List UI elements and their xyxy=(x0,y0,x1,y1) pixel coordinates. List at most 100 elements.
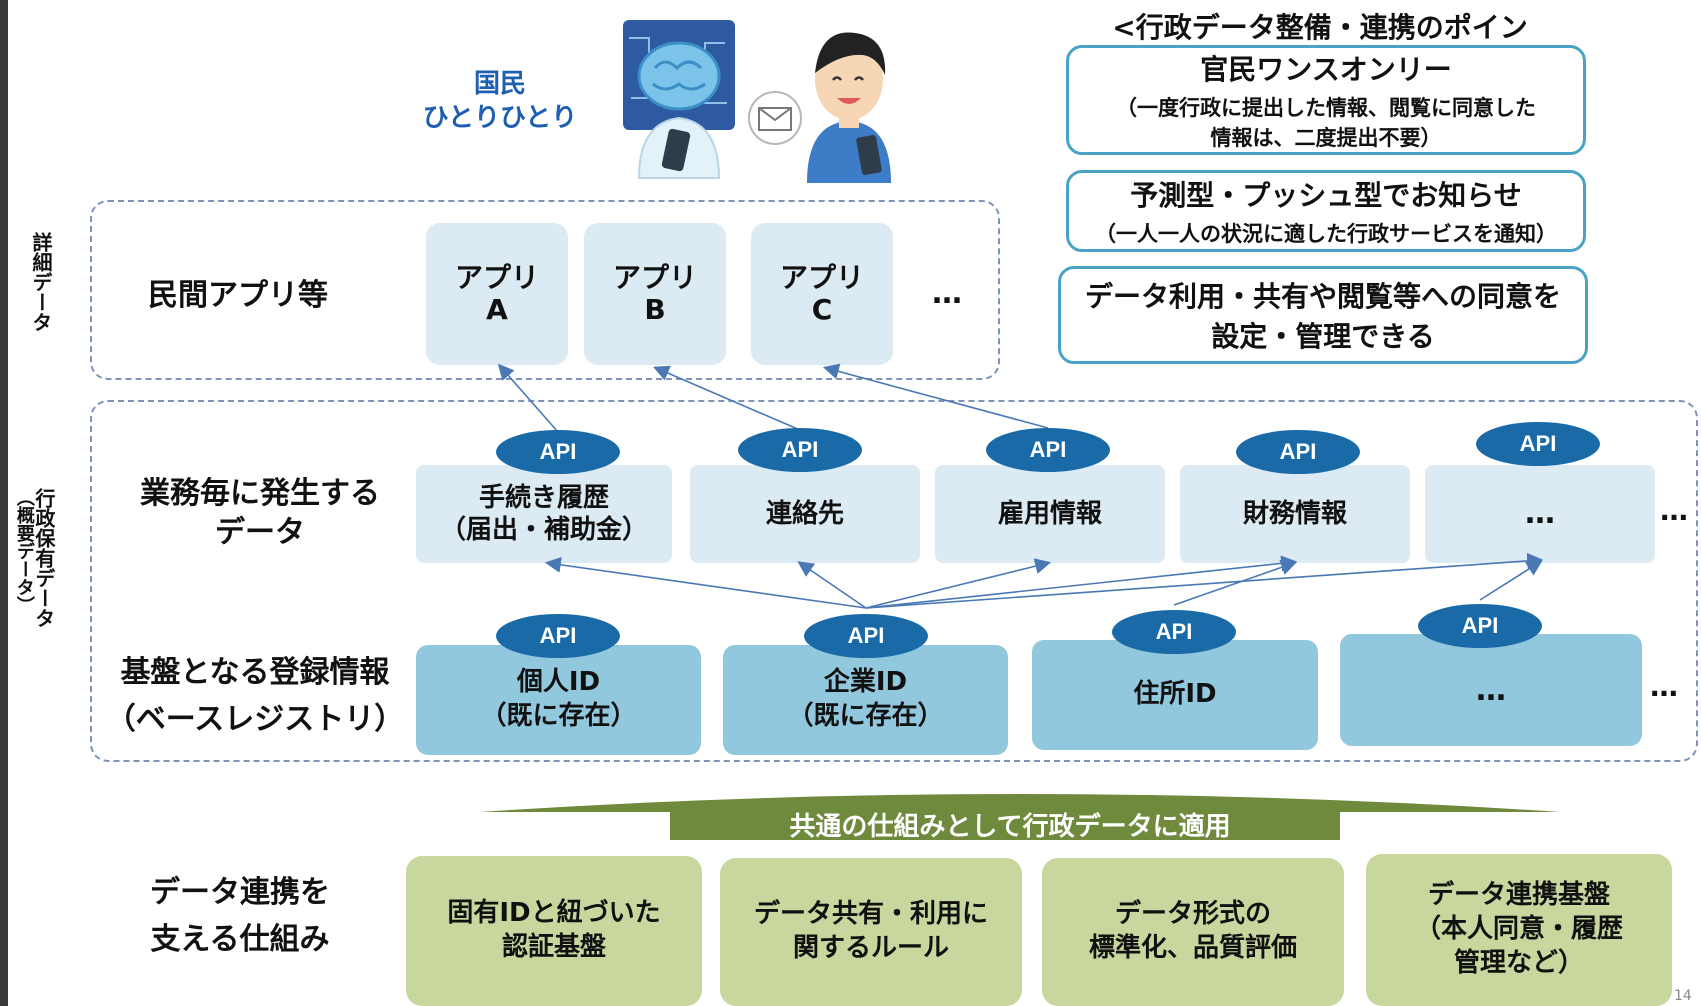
base-card-address-id-line1: 住所ID xyxy=(1133,679,1217,710)
citizen-illustration xyxy=(623,20,891,183)
arrow-address-to-finance xyxy=(1173,559,1298,606)
arrow-corp-to-contact xyxy=(797,561,867,609)
app-card-c-line2: C xyxy=(811,293,833,326)
private-apps-label: 民間アプリ等 xyxy=(148,278,328,313)
mechanisms-label: データ連携を 支える仕組み xyxy=(100,870,380,963)
arrow-api-to-app-c xyxy=(822,363,1049,429)
point-box-push: 予測型・プッシュ型でお知らせ （一人一人の状況に適した行政サービスを通知） xyxy=(1066,170,1586,252)
mechanisms-label-line2: 支える仕組み xyxy=(150,921,330,957)
api-badge-personal-id: API xyxy=(496,614,620,658)
biz-card-finance-line1: 財務情報 xyxy=(1242,498,1347,529)
base-registry-outside-ellipsis: … xyxy=(1650,670,1678,703)
point-box-once-only: 官民ワンスオンリー （一度行政に提出した情報、閲覧に同意した 情報は、二度提出不… xyxy=(1066,45,1586,155)
mechanism-card-rules: データ共有・利用に 関するルール xyxy=(720,858,1022,1006)
left-frame-border xyxy=(0,0,8,1006)
side-label-detail-data: 詳細データ xyxy=(29,232,53,332)
arrow-corp-to-employment xyxy=(865,558,1052,609)
mechanism-card-platform-line3: 管理など） xyxy=(1453,947,1584,978)
point-box-push-line1: （一人一人の状況に適した行政サービスを通知） xyxy=(1095,222,1557,246)
business-data-outside-ellipsis: … xyxy=(1660,494,1688,527)
arrow-api-to-app-b xyxy=(653,365,801,431)
biz-card-more-line1: … xyxy=(1525,496,1555,532)
gov-data-group xyxy=(90,400,1698,762)
mechanism-card-standard: データ形式の 標準化、品質評価 xyxy=(1042,858,1344,1006)
base-card-personal-id: 個人ID （既に存在） xyxy=(416,645,701,755)
api-badge-corporate-id: API xyxy=(804,614,928,658)
private-apps-ellipsis: … xyxy=(932,276,962,311)
arrow-corp-to-procedure xyxy=(544,556,867,609)
side-label-gov-data: 行政保有データ （概要データ） xyxy=(13,488,56,628)
api-badge-employment: API xyxy=(986,428,1110,472)
app-card-c: アプリ C xyxy=(751,223,893,365)
biz-card-employment: 雇用情報 xyxy=(935,465,1165,563)
app-card-a-line2: A xyxy=(486,293,508,326)
biz-card-procedure-history-line2: （届出・補助金） xyxy=(439,515,648,545)
private-apps-group xyxy=(90,200,1000,380)
arrow-corp-to-more xyxy=(865,552,1544,609)
app-card-a-line1: アプリ xyxy=(454,260,539,294)
base-card-corporate-id-line2: （既に存在） xyxy=(787,701,944,731)
side-label-gov-line1: 行政保有データ xyxy=(31,488,56,628)
point-box-push-title: 予測型・プッシュ型でお知らせ xyxy=(1130,179,1522,212)
mechanism-card-auth: 固有IDと紐づいた 認証基盤 xyxy=(406,856,702,1006)
biz-card-procedure-history: 手続き履歴 （届出・補助金） xyxy=(416,465,672,563)
point-box-consent: データ利用・共有や閲覧等への同意を 設定・管理できる xyxy=(1058,266,1588,364)
mechanism-card-rules-line2: 関するルール xyxy=(792,933,949,963)
biz-card-contact: 連絡先 xyxy=(690,465,920,563)
api-badge-business-more: API xyxy=(1476,422,1600,466)
arrow-corp-to-finance xyxy=(865,555,1298,609)
business-data-label-line2: データ xyxy=(215,515,305,550)
point-box-once-only-line1: （一度行政に提出した情報、閲覧に同意した xyxy=(1116,96,1536,120)
citizen-label-line2: ひとりひとり xyxy=(422,102,578,133)
biz-card-more: … xyxy=(1425,465,1655,563)
biz-card-employment-line1: 雇用情報 xyxy=(997,498,1102,529)
app-card-b: アプリ B xyxy=(584,223,726,365)
biz-card-finance: 財務情報 xyxy=(1180,465,1410,563)
mechanism-card-platform: データ連携基盤 （本人同意・履歴 管理など） xyxy=(1366,854,1672,1006)
common-banner-text: 共通の仕組みとして行政データに適用 xyxy=(789,812,1231,842)
mechanism-card-standard-line1: データ形式の xyxy=(1114,899,1271,930)
business-data-label: 業務毎に発生する データ xyxy=(120,474,400,552)
api-badge-finance: API xyxy=(1236,430,1360,474)
base-card-corporate-id: 企業ID （既に存在） xyxy=(723,645,1008,755)
app-card-b-line1: アプリ xyxy=(612,260,697,294)
api-badge-base-more: API xyxy=(1418,604,1542,648)
base-card-address-id: 住所ID xyxy=(1032,640,1318,750)
api-badge-contact: API xyxy=(738,428,862,472)
base-card-personal-id-line1: 個人ID xyxy=(516,667,601,698)
mechanism-card-platform-line2: （本人同意・履歴 xyxy=(1414,914,1623,945)
business-data-label-line1: 業務毎に発生する xyxy=(140,476,380,511)
mechanism-card-platform-line1: データ連携基盤 xyxy=(1427,880,1610,911)
point-box-once-only-title: 官民ワンスオンリー xyxy=(1200,53,1452,86)
base-card-corporate-id-line1: 企業ID xyxy=(823,667,908,698)
page-number: 14 xyxy=(1674,988,1692,1004)
point-box-consent-line2: 設定・管理できる xyxy=(1211,320,1435,353)
api-badge-address-id: API xyxy=(1112,610,1236,654)
mechanism-card-auth-line2: 認証基盤 xyxy=(501,932,606,962)
app-card-c-line1: アプリ xyxy=(779,260,864,294)
citizen-label: 国民 ひとりひとり xyxy=(420,68,580,136)
base-registry-label-line2: （ベースレジストリ） xyxy=(105,701,405,737)
app-card-b-line2: B xyxy=(644,293,666,326)
point-box-consent-line1: データ利用・共有や閲覧等への同意を xyxy=(1084,280,1561,313)
mechanism-card-rules-line1: データ共有・利用に xyxy=(753,899,988,930)
base-card-more-line1: … xyxy=(1476,672,1506,708)
mechanism-card-standard-line2: 標準化、品質評価 xyxy=(1088,933,1297,963)
biz-card-procedure-history-line1: 手続き履歴 xyxy=(478,482,609,513)
arrow-api-to-app-a xyxy=(497,363,559,433)
biz-card-contact-line1: 連絡先 xyxy=(765,498,844,529)
arrow-morebase-to-more xyxy=(1479,560,1543,601)
app-card-a: アプリ A xyxy=(426,223,568,365)
point-box-once-only-line2: 情報は、二度提出不要） xyxy=(1210,126,1442,150)
api-badge-procedure: API xyxy=(496,430,620,474)
side-label-gov-line2: （概要データ） xyxy=(13,488,35,614)
common-banner-triangle xyxy=(480,794,1560,840)
mechanisms-label-line1: データ連携を xyxy=(150,875,330,910)
citizen-label-line1: 国民 xyxy=(473,69,526,99)
base-card-personal-id-line2: （既に存在） xyxy=(480,701,637,731)
base-registry-label: 基盤となる登録情報 （ベースレジストリ） xyxy=(100,650,410,743)
mechanism-card-auth-line1: 固有IDと紐づいた xyxy=(447,898,661,929)
base-registry-label-line1: 基盤となる登録情報 xyxy=(120,655,390,690)
base-card-more: … xyxy=(1340,634,1642,746)
